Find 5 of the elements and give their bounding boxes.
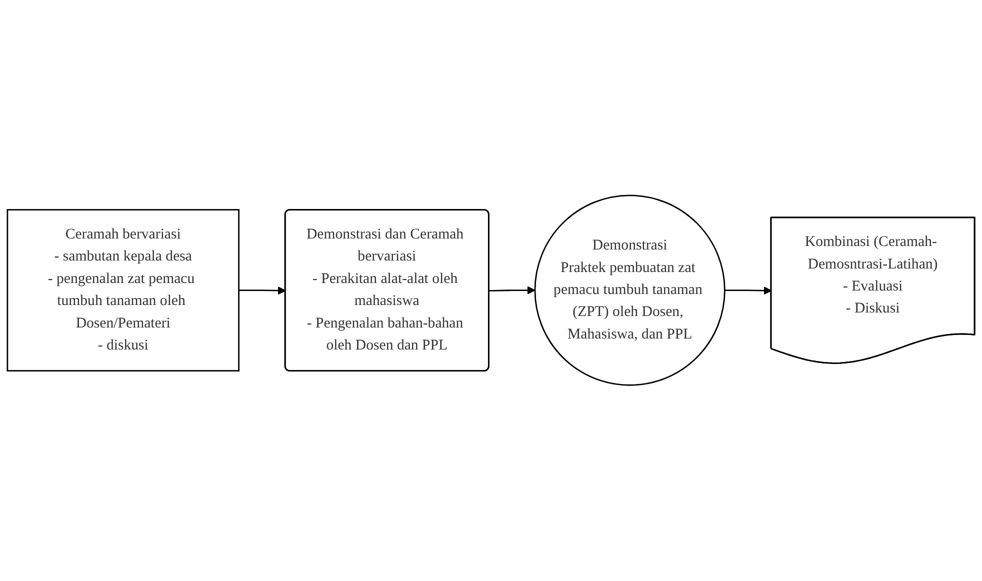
arrow xyxy=(724,286,772,295)
arrow xyxy=(238,286,286,295)
node-circle: Demonstrasi Praktek pembuatan zat pemacu tumbuh tanaman (ZPT) oleh Dosen, Mahasiswa, dan PPL xyxy=(534,194,726,386)
node-box: Ceramah bervariasi - sambutan kepala desa - pengenalan zat pemacu tumbuh tanaman oleh Dosen/Pemateri - diskusi xyxy=(6,209,240,372)
arrow xyxy=(489,286,536,295)
